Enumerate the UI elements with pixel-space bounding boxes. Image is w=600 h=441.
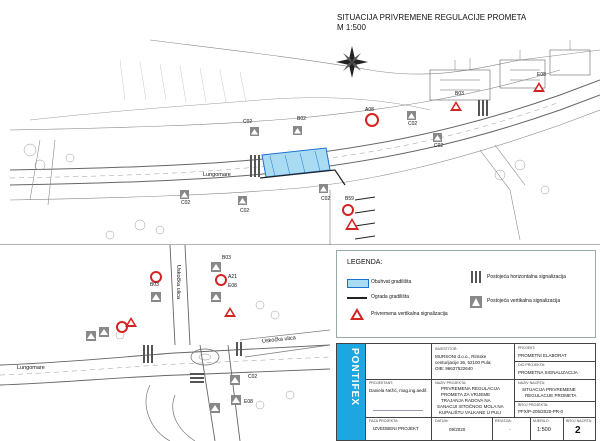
- designer-label: PROJEKTANT:: [369, 381, 394, 385]
- scale-label: MJERILO:: [533, 419, 550, 423]
- sign-code: C02: [408, 121, 418, 127]
- sign-code: B03: [455, 91, 464, 97]
- project-line: TRAJANJA RADOVA NA: [441, 398, 491, 403]
- phase-value: IZVEDBENI PROJEKT: [373, 426, 419, 431]
- drawing-title: SITUACIJA PRIVREMENE REGULACIJE PROMETA: [337, 13, 527, 22]
- street-label-lungomare-bottom: Lungomare: [17, 365, 45, 371]
- project-number-value: PFX/P-205/2020-PR-0: [518, 409, 564, 414]
- legend-swatch-area-icon: [347, 279, 369, 288]
- section-label: PROJEKT:: [518, 346, 536, 350]
- sign-code: B03: [222, 255, 231, 261]
- project-line: PROMETA ZA VRIJEME: [441, 392, 491, 397]
- site-plan-top: [0, 39, 600, 245]
- drawing-scale: M 1:500: [337, 23, 366, 32]
- investor-oib: OIB: 96637522640: [435, 366, 473, 371]
- legend-item-label: Obuhvat gradilišta: [371, 279, 412, 285]
- sign-code: E08: [228, 283, 237, 289]
- investor-name: MURSONI d.o.o., Rimske: [435, 354, 487, 359]
- construction-area: [261, 147, 331, 178]
- project-line: KUPALIŠTU VALKANE U PULI: [439, 410, 502, 415]
- legend-fence-icon: [347, 297, 367, 299]
- part-label: DIO PROJEKTA:: [518, 363, 546, 367]
- legend-item-label: Postojeća horizontalna signalizacija: [487, 274, 566, 280]
- legend-item-label: Ograda gradilišta: [371, 294, 410, 300]
- project-label: NAZIV PROJEKTA:: [435, 381, 467, 385]
- sign-code: C02: [321, 196, 331, 202]
- signature-stamp: [373, 396, 423, 411]
- date-label: DATUM:: [435, 419, 449, 423]
- sign-code: B59: [345, 196, 354, 202]
- title-block: PONTIFEX PROJEKTANT: Daniela Nežić, mag.…: [336, 343, 596, 441]
- pontifex-logo: PONTIFEX: [337, 344, 365, 440]
- scale-value: 1:500: [537, 427, 551, 433]
- revision-value: -: [509, 427, 511, 432]
- legend-horizontal-marking-icon: [471, 271, 481, 283]
- sign-code: C02: [181, 200, 191, 206]
- sign-code: C02: [434, 143, 444, 149]
- sign-code: E08: [244, 399, 253, 405]
- revision-label: REVIZIJA:: [495, 419, 512, 423]
- legend-temp-sign-icon: [350, 308, 364, 320]
- phase-label: FAZA PROJEKTA:: [369, 419, 399, 423]
- project-line: PRIVREMENA REGULACIJA: [441, 386, 501, 391]
- street-label-uskocka-vertical: Uskočka ulica: [175, 265, 181, 299]
- sign-code: A08: [365, 107, 374, 113]
- legend-existing-sign-icon: [470, 296, 482, 308]
- part-value: PROMETNA SIGNALIZACIJA: [518, 370, 578, 375]
- drawing-name-line: SITUACIJA PRIVREMENE: [522, 387, 576, 392]
- sign-code: B03: [150, 282, 159, 288]
- sheet-value: 2: [575, 425, 581, 436]
- legend-item-label: Privremena vertikalna signalizacija: [371, 311, 448, 317]
- sign-code: C02: [243, 119, 253, 125]
- sheet-label: BROJ NACRTA:: [566, 419, 593, 423]
- date-value: 09/2020: [449, 427, 466, 432]
- sign-code: A21: [228, 274, 237, 280]
- legend-item-label: Postojeća vertikalna signalizacija: [487, 298, 561, 304]
- site-fence: [259, 169, 346, 186]
- section-value: PROMETNI ELABORAT: [518, 353, 567, 358]
- sign-code: C02: [248, 374, 258, 380]
- sign-code: C02: [240, 208, 250, 214]
- investor-label: INVESTITOR:: [435, 347, 458, 351]
- sign-code: E08: [537, 72, 546, 78]
- sign-code: B02: [297, 116, 306, 122]
- drawing-name-label: NAZIV NACRTA:: [518, 381, 546, 385]
- site-plan-intersection: [0, 245, 330, 441]
- north-arrow-icon: [336, 46, 368, 78]
- legend: LEGENDA: Obuhvat gradilišta Ograda gradi…: [336, 250, 596, 338]
- street-label-lungomare: Lungomare: [203, 172, 231, 178]
- investor-address: centurijacije 36, 52100 Pula;: [435, 360, 492, 365]
- designer-name: Daniela Nežić, mag.ing.aedif.: [369, 388, 428, 393]
- logo-text: PONTIFEX: [349, 348, 360, 407]
- drawing-name-line: REGULACIJE PROMETA: [525, 393, 577, 398]
- project-number-label: BROJ PROJEKTA:: [518, 403, 549, 407]
- legend-title: LEGENDA:: [347, 259, 383, 266]
- project-line: SANACIJI ISTOČNOG MOLA NA: [437, 404, 504, 409]
